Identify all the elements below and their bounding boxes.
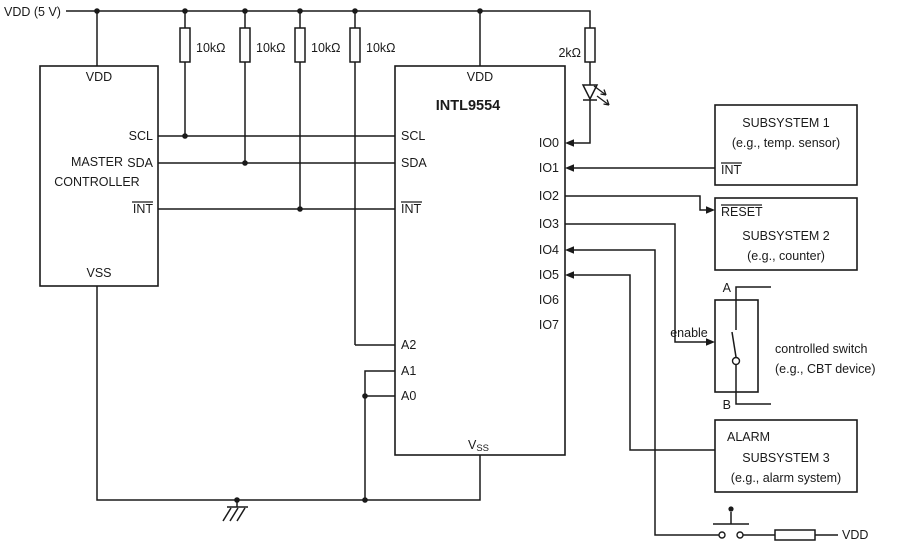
intl9554-box xyxy=(394,65,566,456)
subsystem3-line1: ALARM xyxy=(727,430,770,444)
expander-pin-sda-label: SDA xyxy=(401,156,427,170)
pushbutton-contact-right xyxy=(736,531,744,539)
led-resistor-value-label: 2kΩ xyxy=(558,46,581,60)
pushbutton-contact-left xyxy=(718,531,726,539)
master-pin-int-label: INT xyxy=(133,202,154,216)
expander-pin-io6-label: IO6 xyxy=(539,293,559,307)
expander-pin-io7-label: IO7 xyxy=(539,318,559,332)
subsystem3-line2: SUBSYSTEM 3 xyxy=(742,451,830,465)
io3-enable-arrowhead xyxy=(706,338,715,346)
pushbutton-icon xyxy=(713,506,749,539)
expander-pin-scl-label: SCL xyxy=(401,129,425,143)
led-series-resistor xyxy=(584,27,596,63)
pullup-sda-value-label: 10kΩ xyxy=(256,41,286,55)
switch-caption-line1: controlled switch xyxy=(775,342,867,356)
switch-icon xyxy=(731,331,741,366)
led-emission-arrows xyxy=(593,85,610,106)
switch-pivot-contact xyxy=(731,356,741,366)
pullup-int-value-label: 10kΩ xyxy=(311,41,341,55)
io0-arrowhead xyxy=(565,139,574,147)
subsystem2-box xyxy=(714,197,858,271)
address-nets xyxy=(355,344,395,500)
subsystem1-title: SUBSYSTEM 1 xyxy=(742,116,830,130)
switch-caption-line2: (e.g., CBT device) xyxy=(775,362,876,376)
pushbutton-resistor xyxy=(774,529,816,541)
expander-pin-io4-label: IO4 xyxy=(539,243,559,257)
switch-terminal-a-label: A xyxy=(723,281,732,295)
expander-pin-int-label: INT xyxy=(401,202,422,216)
enable-signal-label: enable xyxy=(670,326,708,340)
io1-arrowhead xyxy=(565,164,574,172)
expander-pin-vss-label: VSS xyxy=(468,438,489,454)
pullup-stubs xyxy=(184,11,356,345)
vdd-rail-wire xyxy=(66,10,591,28)
expander-pin-vdd-label: VDD xyxy=(467,70,493,84)
junction-dots xyxy=(94,8,483,503)
led-triangle xyxy=(581,84,599,101)
switch-terminal-b-label: B xyxy=(723,398,731,412)
expander-name-label: INTL9554 xyxy=(436,98,500,114)
subsystem3-line3: (e.g., alarm system) xyxy=(731,471,841,485)
switch-blade xyxy=(731,331,737,358)
io2-reset-arrowhead xyxy=(706,206,715,214)
master-pin-sda-label: SDA xyxy=(127,156,153,170)
master-controller-box xyxy=(39,65,159,287)
expander-pin-io1-label: IO1 xyxy=(539,161,559,175)
switch-terminal-b-wire xyxy=(735,364,771,405)
a1-ground-wire xyxy=(364,370,395,500)
subsystem3-box xyxy=(714,419,858,493)
pullup-resistor-sda xyxy=(239,27,251,63)
pushbutton-knob xyxy=(728,506,734,512)
pullup-resistor-int xyxy=(294,27,306,63)
led-icon xyxy=(581,84,610,106)
i2c-nets xyxy=(158,135,395,210)
pullup-scl-value-label: 10kΩ xyxy=(196,41,226,55)
io4-wire xyxy=(574,249,719,536)
subsystem1-subtitle: (e.g., temp. sensor) xyxy=(732,136,840,150)
expander-pin-io3-label: IO3 xyxy=(539,217,559,231)
pullup-resistor-a2 xyxy=(349,27,361,63)
master-name-line2: CONTROLLER xyxy=(54,175,139,189)
master-pin-scl-label: SCL xyxy=(129,129,153,143)
subsystem1-pin-int-label: INT xyxy=(721,163,742,177)
expander-pin-a1-label: A1 xyxy=(401,364,416,378)
expander-pin-a0-label: A0 xyxy=(401,389,416,403)
subsystem2-title: SUBSYSTEM 2 xyxy=(742,229,830,243)
io0-wire xyxy=(574,100,591,144)
ground-symbol xyxy=(222,500,248,522)
master-pin-vss-label: VSS xyxy=(86,266,111,280)
expander-pin-a2-label: A2 xyxy=(401,338,416,352)
subsystem1-box xyxy=(714,104,858,186)
io4-arrowhead xyxy=(565,246,574,254)
subsystem2-subtitle: (e.g., counter) xyxy=(747,249,825,263)
pullup-resistor-scl xyxy=(179,27,191,63)
switch-terminal-a-wire xyxy=(735,286,771,330)
expander-pin-io0-label: IO0 xyxy=(539,136,559,150)
pushbutton-vdd-label: VDD xyxy=(842,528,868,542)
expander-pin-io5-label: IO5 xyxy=(539,268,559,282)
master-pin-vdd-label: VDD xyxy=(86,70,112,84)
master-name-line1: MASTER xyxy=(71,155,123,169)
io2-wire xyxy=(565,195,706,211)
ground-rail-wire xyxy=(96,286,481,501)
switch-terminals xyxy=(735,286,771,405)
io5-arrowhead xyxy=(565,271,574,279)
vdd-net xyxy=(66,10,591,66)
subsystem2-pin-reset-label: RESET xyxy=(721,205,763,219)
io5-wire xyxy=(574,274,715,451)
io3-wire xyxy=(565,223,706,343)
io-nets xyxy=(565,62,719,536)
expander-pin-io2-label: IO2 xyxy=(539,189,559,203)
pullup-a2-value-label: 10kΩ xyxy=(366,41,396,55)
vdd-rail-label: VDD (5 V) xyxy=(4,5,61,19)
